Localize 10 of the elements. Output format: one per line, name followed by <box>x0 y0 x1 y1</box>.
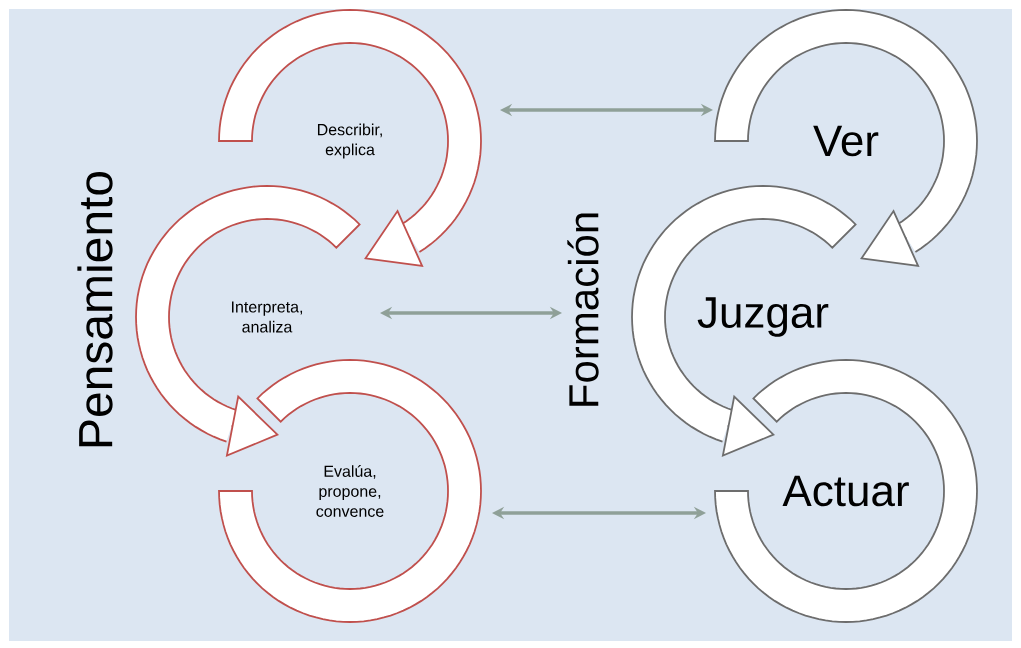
step-text: Describir, explica <box>318 123 382 159</box>
circular-arrow <box>860 140 978 268</box>
side-title: Pensamiento <box>77 171 113 447</box>
step-text: Ver <box>813 125 879 157</box>
circular-arrow <box>364 140 482 268</box>
step-text: Interpreta, analiza <box>232 301 303 333</box>
step-text: Juzgar <box>697 297 829 337</box>
step-text: Formación <box>567 213 599 406</box>
step-text: Evalúa, propone, convence <box>316 465 384 517</box>
step-text: Actuar <box>782 475 909 507</box>
